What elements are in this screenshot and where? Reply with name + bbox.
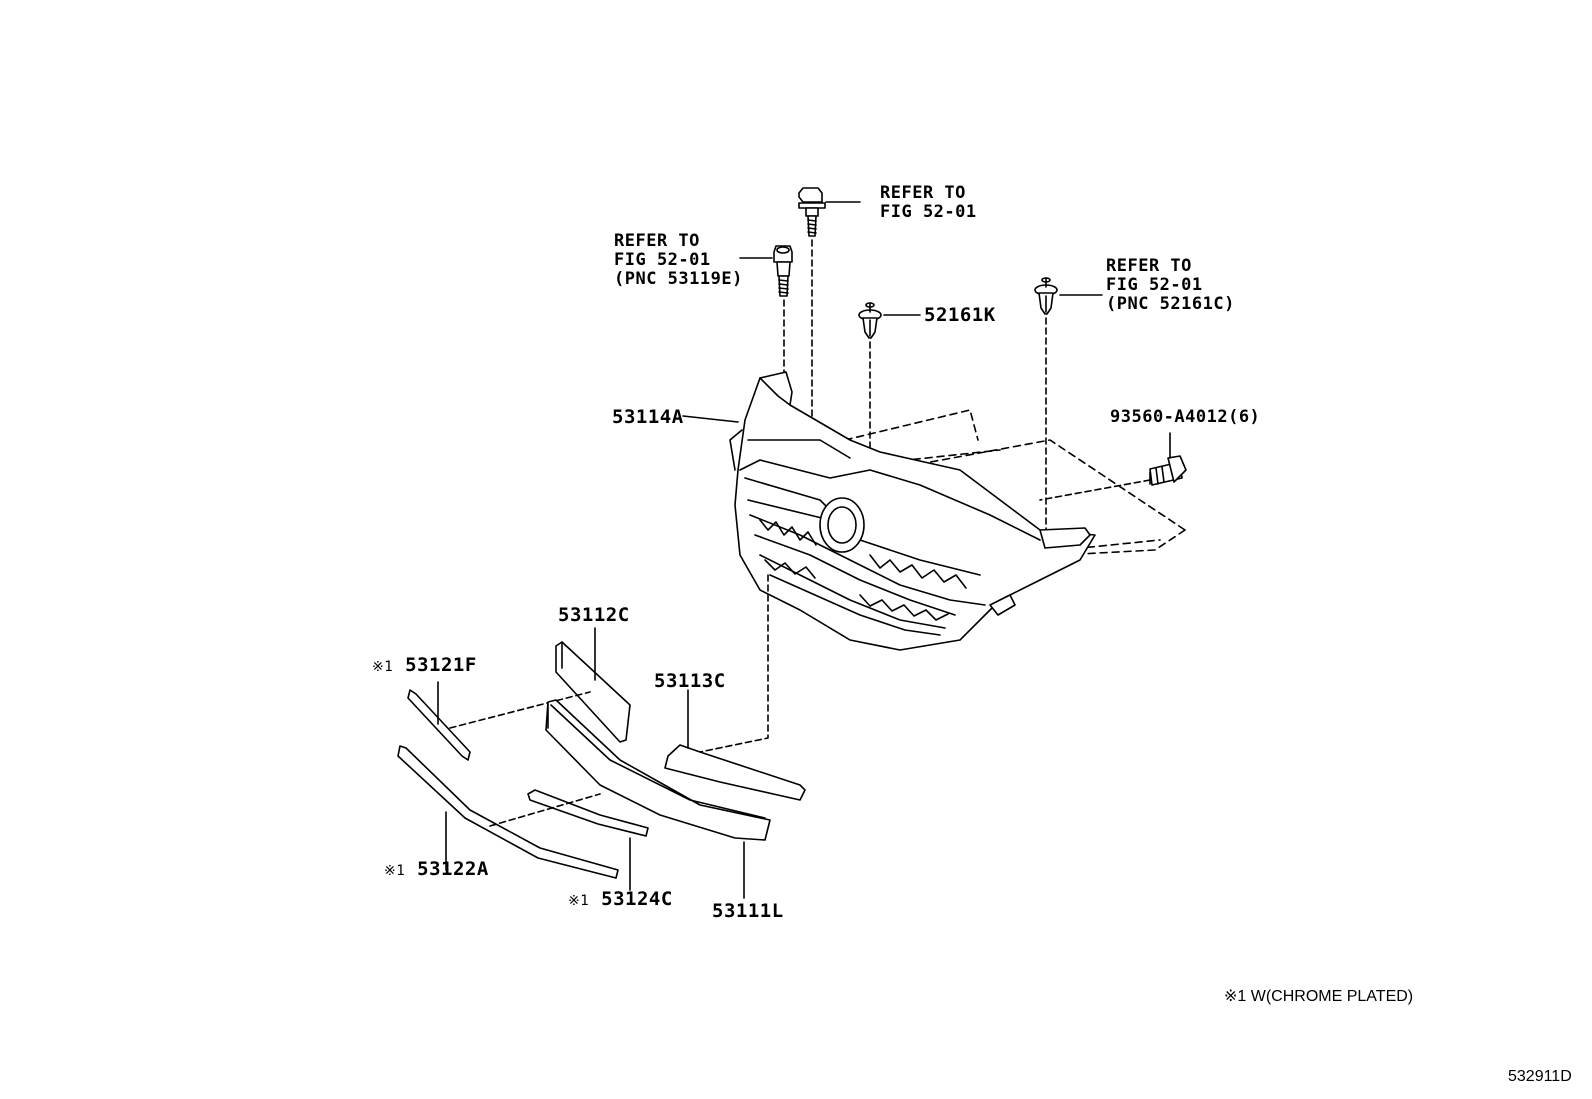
part-label-93560: 93560-A4012(6) bbox=[1110, 407, 1261, 427]
clip-top-left-icon bbox=[774, 246, 792, 296]
leader-line bbox=[683, 416, 738, 422]
chrome-marker: ※1 bbox=[384, 863, 406, 879]
part-label-53112C: 53112C bbox=[558, 604, 630, 626]
insert-53113C bbox=[665, 745, 805, 800]
refer-to-label-top-center: REFER TO FIG 52-01 bbox=[880, 183, 977, 222]
part-label-53121F: ※1 53121F bbox=[372, 656, 477, 677]
chrome-marker: ※1 bbox=[372, 659, 394, 675]
part-label-52161K: 52161K bbox=[924, 304, 996, 326]
part-label-53113C: 53113C bbox=[654, 670, 726, 692]
dash-line bbox=[450, 692, 590, 728]
dash-line bbox=[490, 794, 600, 826]
screw-93560-icon bbox=[1150, 456, 1186, 485]
legend-note: ※1 W(CHROME PLATED) bbox=[1224, 988, 1414, 1005]
chrome-strip-53121F bbox=[408, 690, 470, 760]
clip-right-icon bbox=[1035, 278, 1057, 314]
molding-53112C bbox=[556, 642, 630, 742]
bolt-top-center-icon bbox=[799, 188, 825, 236]
chrome-strip-53122A bbox=[398, 746, 618, 878]
part-label-53111L: 53111L bbox=[712, 900, 784, 922]
part-label-53114A: 53114A bbox=[612, 406, 684, 428]
dash-line bbox=[1040, 480, 1150, 500]
lower-bar-53111L bbox=[546, 700, 770, 840]
chrome-marker: ※1 bbox=[568, 893, 590, 909]
radiator-grille-53114A bbox=[730, 372, 1095, 650]
dash-line bbox=[700, 575, 768, 752]
refer-to-label-right: REFER TO FIG 52-01 (PNC 52161C) bbox=[1106, 256, 1235, 314]
part-label-53122A: ※1 53122A bbox=[384, 860, 489, 881]
part-label-53124C: ※1 53124C bbox=[568, 890, 673, 911]
figure-id: 532911D bbox=[1508, 1068, 1572, 1085]
chrome-strip-53124C bbox=[528, 790, 648, 836]
part-number: 53124C bbox=[601, 888, 673, 910]
refer-to-label-top-left: REFER TO FIG 52-01 (PNC 53119E) bbox=[614, 231, 743, 289]
part-number: 53122A bbox=[417, 858, 489, 880]
part-number: 53121F bbox=[405, 654, 477, 676]
clip-52161K-icon bbox=[859, 303, 881, 338]
